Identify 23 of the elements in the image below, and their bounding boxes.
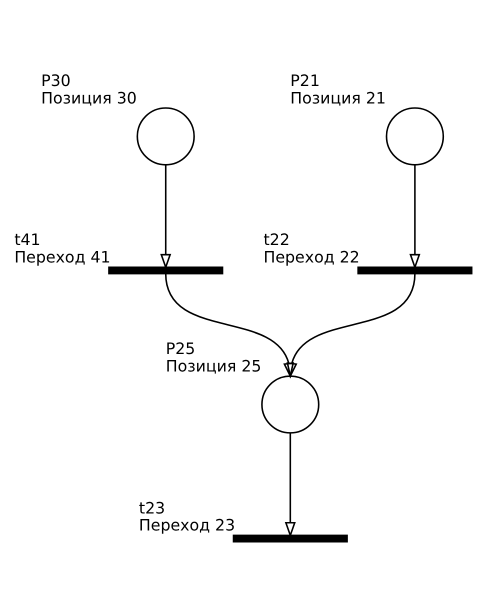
node-bar [357, 266, 472, 274]
node-label: Переход 23 [138, 515, 236, 534]
node-label: P30 [41, 70, 71, 90]
arrow [286, 272, 416, 378]
node-bar [108, 266, 224, 274]
arrow [284, 432, 296, 538]
node-bar [232, 534, 348, 542]
node-label: t23 [138, 498, 166, 517]
node-label: Позиция 25 [166, 356, 262, 375]
node-circle [136, 106, 195, 166]
node-label: P25 [166, 338, 196, 358]
node-label: Позиция 30 [41, 88, 137, 107]
node-label: P21 [290, 70, 320, 90]
node-label: t41 [14, 230, 41, 249]
arrow [164, 272, 294, 378]
node-label: t22 [264, 230, 290, 249]
node-circle [386, 106, 444, 166]
node-label: Переход 41 [14, 247, 111, 266]
node-label: Позиция 21 [290, 88, 386, 107]
arrow [409, 164, 420, 270]
node-label: Переход 22 [264, 247, 360, 266]
arrow [160, 164, 172, 270]
node-circle [261, 374, 320, 434]
